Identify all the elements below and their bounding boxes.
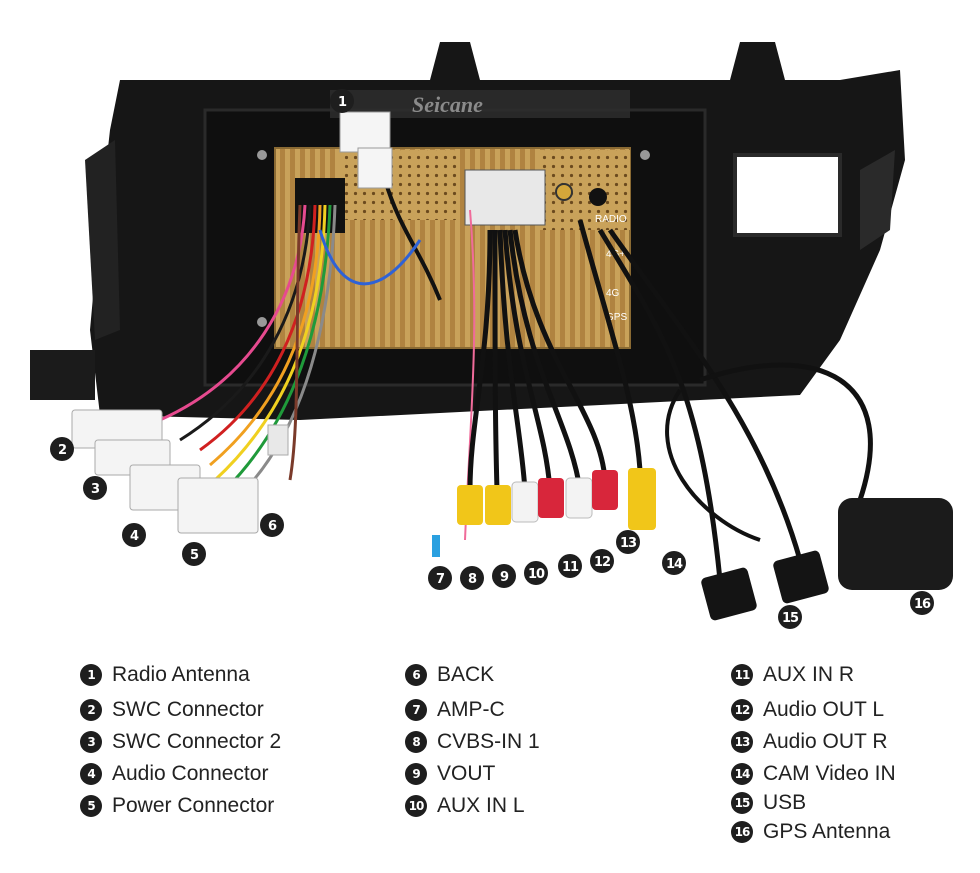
legend-item: 11 AUX IN R — [731, 663, 854, 687]
svg-text:15: 15 — [782, 611, 799, 626]
callout-8: 8 — [460, 566, 484, 590]
legend-item: 7 AMP-C — [405, 698, 505, 722]
legend-number-badge: 3 — [80, 731, 102, 753]
legend-number-badge: 15 — [731, 792, 753, 814]
callout-13: 13 — [616, 530, 640, 554]
chassis-board: RADIO 4G+ 4G GPS — [257, 147, 650, 349]
callout-9: 9 — [492, 564, 516, 588]
legend-number-badge: 2 — [80, 699, 102, 721]
board-label-4g: 4G — [606, 288, 620, 299]
legend-item: 1 Radio Antenna — [80, 663, 250, 687]
legend-item: 13 Audio OUT R — [731, 730, 888, 754]
svg-text:13: 13 — [620, 536, 637, 551]
legend-item: 12 Audio OUT L — [731, 698, 884, 722]
legend-label: SWC Connector — [112, 698, 264, 721]
usb-gps-cables — [597, 228, 953, 621]
callout-10: 10 — [524, 561, 548, 585]
legend-number-badge: 5 — [80, 795, 102, 817]
svg-text:4: 4 — [130, 529, 139, 544]
legend-item: 5 Power Connector — [80, 794, 274, 818]
legend-number-badge: 1 — [80, 664, 102, 686]
legend-label: BACK — [437, 663, 495, 686]
legend-number-badge: 12 — [731, 699, 753, 721]
legend-label: Audio Connector — [112, 762, 269, 785]
wire-harness — [159, 204, 476, 541]
board-label-gps: GPS — [606, 312, 627, 323]
svg-text:6: 6 — [268, 519, 277, 534]
svg-text:2: 2 — [58, 443, 66, 458]
legend-label: Audio OUT L — [763, 698, 885, 721]
callout-5: 5 — [182, 542, 206, 566]
svg-text:5: 5 — [190, 548, 199, 563]
legend-label: CVBS-IN 1 — [437, 730, 540, 753]
board-label-radio: RADIO — [595, 214, 627, 225]
callout-14: 14 — [662, 551, 686, 575]
callout-2: 2 — [50, 437, 74, 461]
legend-number-badge: 14 — [731, 763, 753, 785]
legend-number-badge: 4 — [80, 763, 102, 785]
legend-label: AUX IN L — [437, 794, 525, 817]
svg-text:3: 3 — [91, 482, 100, 497]
legend-item: 6 BACK — [405, 663, 494, 687]
legend-label: AMP-C — [437, 698, 505, 721]
callout-15: 15 — [778, 605, 802, 629]
rca-cables — [432, 219, 656, 557]
brand-logo-text: Seicane — [412, 92, 483, 117]
legend-label: Audio OUT R — [763, 730, 888, 753]
svg-text:10: 10 — [528, 567, 545, 582]
svg-text:16: 16 — [914, 597, 931, 612]
svg-text:1: 1 — [338, 95, 347, 110]
svg-text:11: 11 — [562, 560, 579, 575]
svg-text:14: 14 — [666, 557, 683, 572]
legend-label: USB — [763, 791, 807, 814]
legend-item: 10 AUX IN L — [405, 794, 525, 818]
callout-3: 3 — [83, 476, 107, 500]
legend-number-badge: 16 — [731, 821, 753, 843]
legend-number-badge: 6 — [405, 664, 427, 686]
legend-item: 3 SWC Connector 2 — [80, 730, 281, 754]
legend-item: 4 Audio Connector — [80, 762, 268, 786]
svg-text:9: 9 — [500, 570, 509, 585]
connector-legend: 1 Radio Antenna 2 SWC Connector 3 SWC Conne… — [0, 655, 980, 865]
legend-item: 9 VOUT — [405, 762, 495, 786]
radio-antenna-connector — [339, 111, 442, 301]
svg-text:12: 12 — [594, 555, 610, 570]
legend-label: Radio Antenna — [112, 663, 250, 686]
legend-item: 15 USB — [731, 791, 806, 815]
callout-11: 11 — [558, 554, 582, 578]
legend-label: CAM Video IN — [763, 762, 896, 785]
harness-connectors — [71, 409, 289, 534]
legend-label: VOUT — [437, 762, 496, 785]
legend-label: SWC Connector 2 — [112, 730, 282, 753]
legend-item: 8 CVBS-IN 1 — [405, 730, 540, 754]
legend-item: 2 SWC Connector — [80, 698, 264, 722]
callout-1: 1 — [330, 89, 354, 113]
svg-text:7: 7 — [436, 572, 445, 587]
legend-item: 14 CAM Video IN — [731, 762, 896, 786]
legend-number-badge: 11 — [731, 664, 753, 686]
legend-item: 16 GPS Antenna — [731, 820, 890, 844]
callout-6: 6 — [260, 513, 284, 537]
callout-16: 16 — [910, 591, 934, 615]
callout-7: 7 — [428, 566, 452, 590]
legend-number-badge: 7 — [405, 699, 427, 721]
wiring-diagram-photo: RADIO 4G+ 4G GPS Seicane — [30, 42, 953, 629]
svg-text:8: 8 — [468, 572, 477, 587]
callout-markers: 1 2 3 4 5 6 7 8 9 10 11 12 13 14 15 16 — [50, 89, 934, 629]
legend-number-badge: 10 — [405, 795, 427, 817]
legend-number-badge: 9 — [405, 763, 427, 785]
legend-number-badge: 13 — [731, 731, 753, 753]
legend-label: AUX IN R — [763, 663, 855, 686]
legend-label: GPS Antenna — [763, 820, 891, 843]
legend-number-badge: 8 — [405, 731, 427, 753]
callout-12: 12 — [590, 549, 614, 573]
callout-4: 4 — [122, 523, 146, 547]
legend-label: Power Connector — [112, 794, 275, 817]
